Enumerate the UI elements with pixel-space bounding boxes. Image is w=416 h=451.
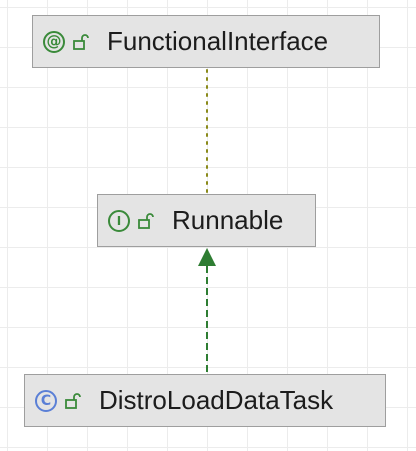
interface-badge-icon: I — [108, 209, 130, 232]
open-lock-icon — [138, 212, 154, 229]
node-label: Runnable — [172, 205, 284, 235]
node-runnable[interactable]: I Runnable — [97, 194, 316, 247]
class-badge-icon: C — [35, 389, 57, 412]
implements-arrowhead — [198, 248, 216, 266]
node-functional-interface[interactable]: @ FunctionalInterface — [32, 15, 380, 68]
node-label: DistroLoadDataTask — [99, 385, 334, 415]
open-lock-icon — [65, 392, 81, 409]
node-label: FunctionalInterface — [107, 26, 329, 56]
node-distro-load-data-task[interactable]: C DistroLoadDataTask — [24, 374, 386, 427]
open-lock-icon — [73, 33, 89, 50]
annotation-badge-icon: @ — [43, 30, 65, 53]
